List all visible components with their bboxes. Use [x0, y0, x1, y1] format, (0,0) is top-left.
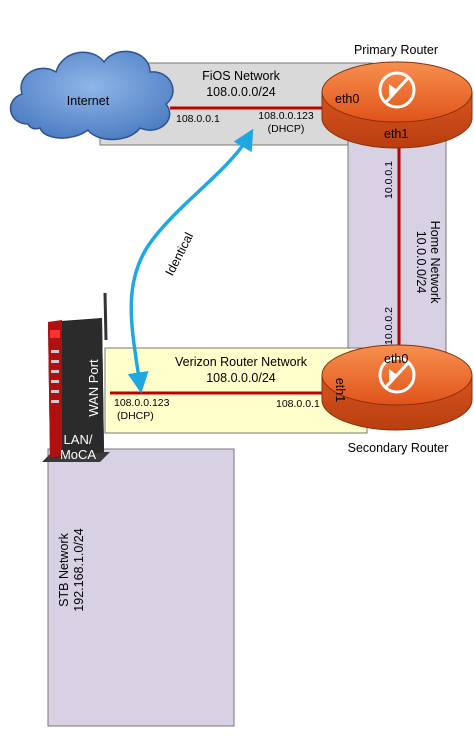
- identical-label: Identical: [163, 230, 197, 278]
- stb-network-name: STB Network: [57, 532, 71, 606]
- secondary-router-eth1: eth1: [333, 378, 347, 402]
- cloud-icon: [9, 50, 174, 141]
- home-primary-ip: 10.0.0.1: [383, 161, 395, 199]
- verizon-gateway-ip: 108.0.0.1: [276, 398, 320, 410]
- stb-network-subnet: 192.168.1.0/24: [72, 528, 86, 611]
- verizon-router-icon: [42, 292, 110, 462]
- verizon-wan-ip-note: (DHCP): [117, 410, 154, 422]
- fios-network-subnet: 108.0.0.0/24: [206, 85, 276, 99]
- internet-label: Internet: [67, 94, 110, 108]
- home-network-name: Home Network: [428, 221, 442, 304]
- primary-router-eth0: eth0: [335, 92, 359, 106]
- home-network-band: [347, 117, 447, 381]
- verizon-lan-label-line2: MoCA: [60, 447, 96, 462]
- verizon-network-name: Verizon Router Network: [175, 355, 308, 369]
- verizon-network-subnet: 108.0.0.0/24: [206, 371, 276, 385]
- primary-router-label: Primary Router: [354, 43, 438, 57]
- stb-network-band: [47, 448, 235, 727]
- fios-router-ip-note: (DHCP): [268, 123, 305, 135]
- primary-router-eth1: eth1: [384, 127, 408, 141]
- home-secondary-ip: 10.0.0.2: [383, 307, 395, 345]
- secondary-router-label: Secondary Router: [348, 441, 449, 455]
- home-network-subnet: 10.0.0.0/24: [414, 231, 428, 294]
- fios-gateway-ip: 108.0.0.1: [176, 113, 220, 125]
- verizon-lan-label-line1: LAN/: [64, 432, 93, 447]
- secondary-router-eth0: eth0: [384, 352, 408, 366]
- fios-network-name: FiOS Network: [202, 69, 281, 83]
- fios-router-ip: 108.0.0.123: [258, 110, 314, 122]
- identical-arrow: [127, 128, 254, 394]
- primary-router-icon: [321, 61, 473, 149]
- verizon-wan-ip: 108.0.0.123: [114, 397, 170, 409]
- verizon-wan-port-label: WAN Port: [86, 359, 101, 417]
- secondary-router-icon: [321, 344, 473, 431]
